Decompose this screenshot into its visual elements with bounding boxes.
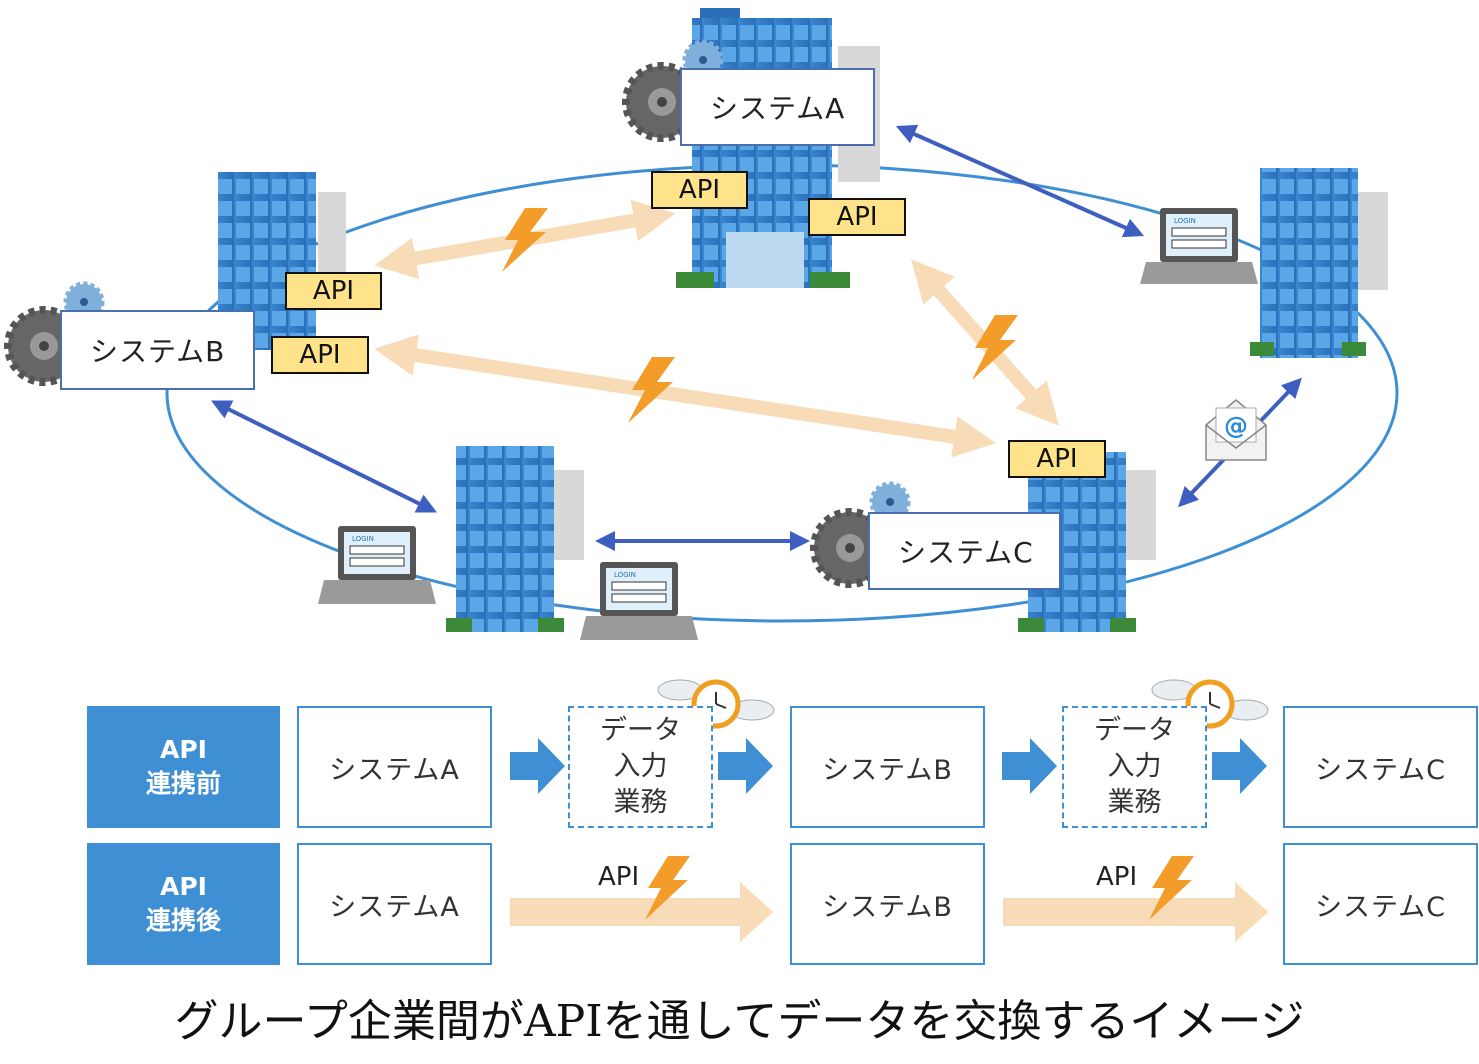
system-c-box: システムC xyxy=(1283,843,1478,965)
link-arrow-a-right xyxy=(895,124,1145,238)
row-header-line: 連携前 xyxy=(145,769,221,798)
system-b-box: システムB xyxy=(790,706,985,828)
row-header-line: API xyxy=(160,872,207,901)
lightning-icon xyxy=(502,208,548,272)
row-header-line: 連携後 xyxy=(145,906,221,935)
manual-line: 入力 xyxy=(1107,751,1162,782)
flying-clock-icon xyxy=(1151,679,1269,729)
system-c-label: システムC xyxy=(868,512,1061,590)
lightning-icon xyxy=(628,357,675,423)
api-flow-arrow xyxy=(510,882,773,942)
manual-entry-box: データ 入力 業務 xyxy=(1062,706,1207,828)
row-header-before: API 連携前 xyxy=(87,706,280,828)
manual-line: 業務 xyxy=(1107,787,1162,818)
svg-text:@: @ xyxy=(1224,412,1248,440)
flow-arrow-icon xyxy=(718,738,773,794)
api-badge: API xyxy=(1008,440,1106,478)
api-flow-arrow xyxy=(1003,882,1268,942)
system-a-box: システムA xyxy=(297,843,492,965)
system-b-label: システムB xyxy=(60,310,255,390)
system-a-label: システムA xyxy=(680,68,875,146)
lightning-icon xyxy=(972,315,1018,380)
manual-line: データ xyxy=(1094,715,1175,746)
email-icon: @ xyxy=(1205,399,1267,461)
system-c-box: システムC xyxy=(1283,706,1478,828)
caption: グループ企業間がAPIを通してデータを交換するイメージ xyxy=(174,996,1305,1047)
api-flow-label: API xyxy=(598,862,640,892)
row-header-line: API xyxy=(160,735,207,764)
laptop-icon: LOGIN xyxy=(1140,208,1258,284)
flow-arrow-icon xyxy=(1212,738,1267,794)
lightning-icon xyxy=(645,856,690,920)
api-flow-label: API xyxy=(1096,862,1138,892)
flow-arrow-icon xyxy=(510,738,565,794)
manual-line: 業務 xyxy=(613,787,668,818)
lightning-icon xyxy=(1149,856,1194,920)
manual-line: データ xyxy=(600,715,681,746)
svg-text:LOGIN: LOGIN xyxy=(352,535,374,543)
laptop-icon: LOGIN xyxy=(318,526,436,604)
row-header-after: API 連携後 xyxy=(87,843,280,965)
system-b-box: システムB xyxy=(790,843,985,965)
building-bottom-icon xyxy=(446,446,584,632)
building-right-icon xyxy=(1250,168,1388,358)
link-arrow-b-bottom xyxy=(211,400,437,513)
api-badge: API xyxy=(285,272,382,310)
system-a-box: システムA xyxy=(297,706,492,828)
api-badge: API xyxy=(651,171,748,209)
api-arrow-b-c xyxy=(374,334,996,458)
api-badge: API xyxy=(271,336,369,374)
laptop-icon: LOGIN xyxy=(580,562,698,640)
svg-text:LOGIN: LOGIN xyxy=(1174,217,1196,225)
manual-entry-box: データ 入力 業務 xyxy=(568,706,713,828)
flying-clock-icon xyxy=(657,679,775,729)
manual-line: 入力 xyxy=(613,751,668,782)
svg-text:LOGIN: LOGIN xyxy=(614,571,636,579)
api-badge: API xyxy=(808,198,906,236)
flow-arrow-icon xyxy=(1002,738,1057,794)
